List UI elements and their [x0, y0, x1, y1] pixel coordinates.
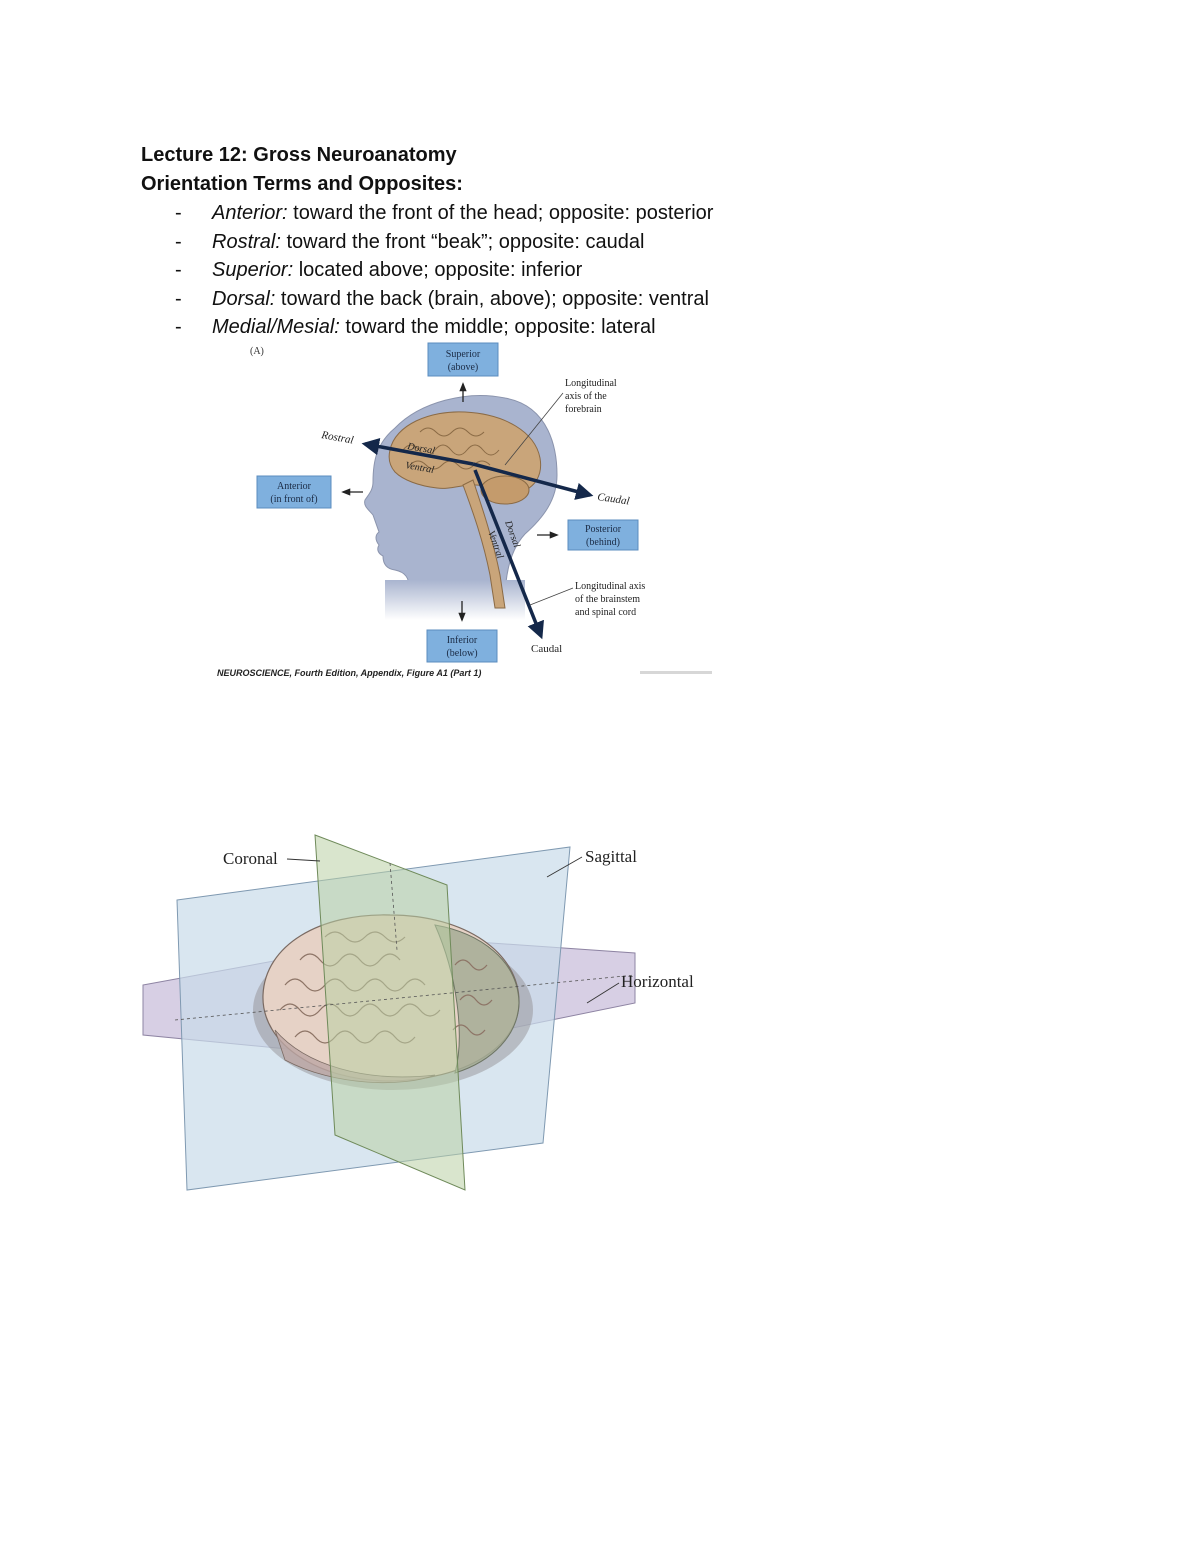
brainstem	[462, 479, 506, 609]
superior-sub: (above)	[448, 362, 479, 373]
plane-intersection	[174, 974, 636, 1021]
posterior-label: Posterior	[585, 524, 622, 535]
panel-label: (A)	[250, 346, 264, 357]
term-definition: toward the front “beak”; opposite: cauda…	[286, 230, 645, 253]
bullet-dash: -	[175, 230, 182, 253]
orientation-figure: (A) Dorsal Ventral Dorsal Ventral Rostra…	[217, 342, 712, 678]
label-caudal-top: Caudal	[597, 491, 631, 507]
list-item: - Superior: located above; opposite: infe…	[141, 256, 1041, 285]
term-name: Medial/Mesial:	[212, 316, 340, 338]
superior-label: Superior	[446, 349, 481, 360]
anterior-box	[256, 475, 332, 509]
brainstem-axis-arrow	[473, 469, 544, 640]
coronal-plane	[314, 834, 466, 1191]
label-horizontal: Horizontal	[621, 972, 694, 991]
anterior-label: Anterior	[277, 481, 312, 492]
anterior-sub: (in front of)	[270, 494, 317, 505]
brainstem-axis-label: of the brainstem	[575, 594, 640, 605]
list-item: - Medial/Mesial: toward the middle; oppos…	[141, 313, 1041, 342]
lecture-title: Lecture 12: Gross Neuroanatomy	[141, 144, 457, 166]
term-definition: toward the middle; opposite: lateral	[345, 316, 656, 338]
planes-figure: Coronal Sagittal Horizontal	[142, 834, 694, 1191]
forebrain-axis-arrow-caudal	[472, 462, 594, 500]
plane-intersection	[389, 862, 398, 951]
forebrain-leader-line	[504, 392, 564, 466]
forebrain-axis-label: forebrain	[565, 404, 602, 415]
label-coronal: Coronal	[223, 849, 278, 868]
brainstem-leader-line	[529, 587, 574, 606]
label-caudal-bottom: Caudal	[531, 643, 562, 655]
brainstem-axis-label: Longitudinal axis	[575, 581, 645, 592]
term-definition: toward the back (brain, above); opposite…	[280, 287, 709, 310]
forebrain-axis-arrow	[361, 437, 474, 466]
horizontal-leader	[586, 982, 620, 1004]
posterior-box	[567, 519, 639, 551]
brain-back-lobe	[434, 924, 520, 1074]
label-dorsal: Dorsal	[405, 441, 435, 457]
term-name: Dorsal:	[212, 287, 276, 310]
label-rostral: Rostral	[319, 429, 354, 447]
term-definition: toward the front of the head; opposite: …	[293, 202, 714, 224]
sagittal-leader	[546, 856, 583, 878]
term-name: Superior:	[212, 259, 294, 281]
terms-list: - Anterior: toward the front of the head;…	[141, 199, 1041, 342]
section-heading: Orientation Terms and Opposites:	[141, 173, 463, 195]
inferior-box	[426, 629, 498, 663]
list-item: - Anterior: toward the front of the head;…	[141, 199, 1041, 228]
bullet-dash: -	[175, 259, 182, 281]
list-item: - Dorsal: toward the back (brain, above);…	[141, 285, 1041, 314]
notes-text: Lecture 12: Gross Neuroanatomy Orientati…	[141, 141, 1041, 342]
brainstem-axis-label: and spinal cord	[575, 607, 636, 618]
bullet-dash: -	[175, 287, 182, 310]
label-ventral: Ventral	[404, 460, 435, 476]
forebrain-axis-label: axis of the	[565, 391, 607, 402]
label-sagittal: Sagittal	[585, 847, 637, 866]
posterior-sub: (behind)	[586, 537, 620, 548]
bullet-dash: -	[175, 316, 182, 338]
coronal-leader	[286, 858, 321, 862]
cerebellum	[480, 475, 530, 505]
superior-box	[427, 342, 499, 377]
bullet-dash: -	[175, 202, 182, 224]
term-name: Rostral:	[212, 230, 281, 253]
term-name: Anterior:	[212, 202, 288, 224]
term-definition: located above; opposite: inferior	[298, 259, 583, 281]
list-item: - Rostral: toward the front “beak”; oppos…	[141, 228, 1041, 257]
figure1-caption: NEUROSCIENCE, Fourth Edition, Appendix, …	[217, 668, 481, 678]
inferior-label: Inferior	[447, 635, 478, 646]
forebrain-axis-label: Longitudinal	[565, 378, 617, 389]
inferior-sub: (below)	[446, 648, 477, 659]
copyright-smudge	[640, 671, 712, 674]
